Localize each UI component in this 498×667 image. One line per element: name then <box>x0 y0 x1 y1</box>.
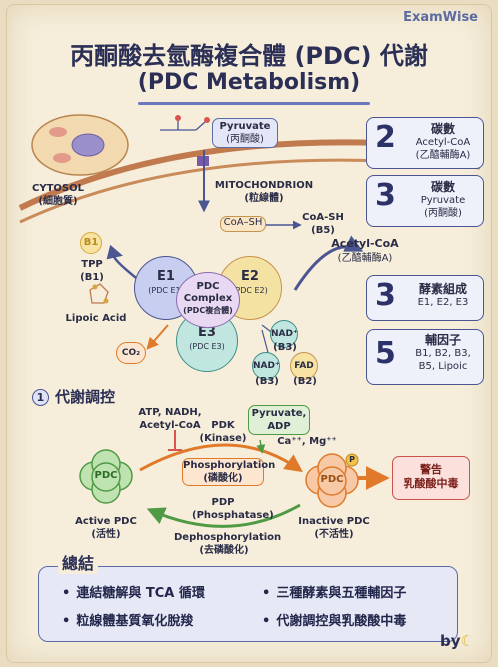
lipoic-acid-molecule <box>89 283 109 304</box>
mitochondrion-label: MITOCHONDRION(粒線體) <box>214 180 314 204</box>
inactive-pdc-label: Inactive PDC(不活性) <box>298 516 370 540</box>
coash-box: CoA–SH <box>220 216 266 232</box>
ca-mg-label: Ca⁺⁺, Mg⁺⁺ <box>277 436 337 447</box>
dephosphorylation-label: Dephosphorylation(去磷酸化) <box>174 532 282 556</box>
nad-bubble-2: NAD⁺ <box>252 352 280 380</box>
pyruvate-box: Pyruvate(丙酮酸) <box>212 118 278 148</box>
coash-label: CoA-SH(B5) <box>302 212 344 236</box>
vitamin-b1-icon: B1 <box>80 232 102 254</box>
pdk-label: PDK(Kinase) <box>199 420 247 444</box>
pyruvate-molecule <box>160 120 206 131</box>
lipoic-acid-label: Lipoic Acid <box>65 313 127 324</box>
banana-icon: ☾ <box>460 632 474 650</box>
transporter-icon <box>197 156 209 166</box>
page-title: 丙酮酸去氫酶複合體 (PDC) 代謝 <box>70 42 428 70</box>
summary-bullet-1: 連結糖解與 TCA 循環 <box>62 582 205 601</box>
summary-bullet-4: 代謝調控與乳酸酸中毒 <box>262 610 406 629</box>
summary-bullet-2: 三種酵素與五種輔因子 <box>262 582 406 601</box>
acetyl-coa-label: Acetyl-CoA(乙醯輔酶A) <box>331 237 399 264</box>
active-pdc-core-label: PDC <box>94 470 118 481</box>
nad-b3-label-1: (B3) <box>273 342 297 353</box>
inactive-pdc-core-label: PDC <box>320 474 344 485</box>
page-subtitle: (PDC Metabolism) <box>137 70 361 95</box>
author-signature: by☾ <box>440 632 474 650</box>
pdp-label: PDP(Phosphatase) <box>192 497 274 521</box>
nad-bubble-1: NAD⁺ <box>270 320 298 348</box>
phosphate-badge: P <box>349 455 355 464</box>
summary-bullet-3: 粒線體基質氧化脫羧 <box>62 610 193 629</box>
fad-bubble: FAD <box>290 352 318 380</box>
cytosol-label: CYTOSOL(細胞質) <box>32 183 84 207</box>
nucleus-shape <box>71 133 105 157</box>
section-number-badge: 1 <box>32 389 49 406</box>
tpp-label: TPP(B1) <box>80 259 104 283</box>
brand-logo: ExamWise <box>403 10 478 25</box>
nad-b3-label-2: (B3) <box>255 376 279 387</box>
inactive-pdc-shape <box>305 453 359 508</box>
phosphorylation-box: Phosphorylation(磷酸化) <box>182 458 275 486</box>
active-pdc-label: Active PDC(活性) <box>75 516 137 540</box>
phosphorylation-arrow <box>139 443 303 473</box>
inhibitors-label: ATP, NADH,Acetyl-CoA <box>138 407 202 431</box>
summary-panel <box>38 566 458 642</box>
fad-b2-label: (B2) <box>293 376 317 387</box>
activators-box: Pyruvate,ADP <box>248 405 310 435</box>
lactic-acidosis-warning: 警告乳酸酸中毒 <box>392 456 470 500</box>
co2-bubble: CO₂ <box>116 342 146 364</box>
active-pdc-shape <box>79 449 133 504</box>
title-underline <box>138 102 370 105</box>
dephosphorylation-arrow <box>146 503 301 528</box>
summary-title: 總結 <box>58 550 99 574</box>
